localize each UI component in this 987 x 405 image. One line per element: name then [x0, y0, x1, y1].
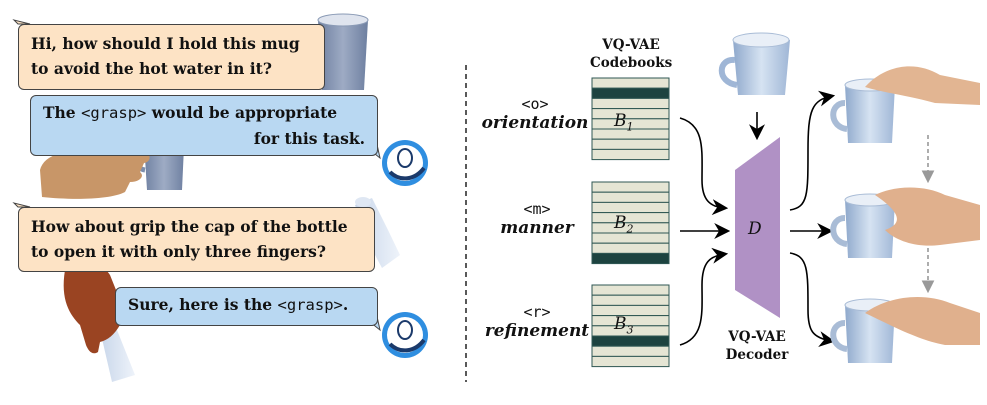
- hand-grasping-bottle-image: [63, 260, 135, 382]
- codebook-row: [591, 242, 670, 254]
- codebook-row: [591, 201, 670, 214]
- refinement-label: <r> refinement: [482, 303, 592, 341]
- codebook-row: [591, 148, 670, 161]
- orientation-name: orientation: [481, 113, 589, 133]
- label-line: Decoder: [725, 347, 789, 363]
- codebook-row: [591, 294, 670, 306]
- title-line: Codebooks: [590, 55, 673, 71]
- codebook-row: [591, 191, 670, 203]
- codebook-row: [591, 181, 670, 193]
- user-message-2: How about grip the cap of the bottle to …: [18, 207, 375, 272]
- text: would be appropriate: [146, 103, 338, 122]
- subscript: 3: [626, 323, 634, 337]
- message-line: The <grasp> would be appropriate: [43, 100, 365, 126]
- text: The: [43, 103, 82, 122]
- arrow-refinement: [679, 247, 729, 346]
- orientation-label: <o> orientation: [480, 95, 590, 133]
- orientation-token: <o>: [521, 95, 549, 113]
- codebook-row: [591, 355, 670, 368]
- text: .: [342, 295, 349, 314]
- message-line: How about grip the cap of the bottle: [31, 217, 348, 236]
- codebook-row: [591, 97, 670, 110]
- codebook-selected-row: [591, 252, 670, 265]
- arrow-orientation: [679, 117, 729, 216]
- title-line: VQ-VAE: [602, 37, 660, 53]
- message-line: Hi, how should I hold this mug: [31, 34, 300, 53]
- grasp-result-image: [830, 297, 980, 363]
- manner-name: manner: [500, 218, 574, 238]
- user-message-1: Hi, how should I hold this mug to avoid …: [18, 24, 325, 90]
- manner-label: <m> manner: [482, 200, 592, 238]
- decoder-label: VQ-VAE Decoder: [716, 328, 798, 364]
- symbol: B: [614, 111, 627, 131]
- codebooks-title: VQ-VAE Codebooks: [590, 36, 672, 72]
- codebook-row: [591, 77, 670, 89]
- assistant-message-1: The <grasp> would be appropriate for thi…: [30, 95, 378, 156]
- codebook-3-symbol: B3: [614, 314, 634, 336]
- subscript: 1: [626, 120, 634, 134]
- arrow-output-3: [789, 252, 836, 348]
- refinement-token: <r>: [523, 303, 551, 321]
- message-line: for this task.: [253, 129, 365, 148]
- assistant-avatar-icon: [382, 140, 428, 186]
- message-line: Sure, here is the <grasp>.: [128, 292, 365, 318]
- symbol: B: [614, 314, 627, 334]
- codebook-selected-row: [591, 335, 670, 347]
- manner-token: <m>: [523, 200, 551, 218]
- codebook-row: [591, 284, 670, 296]
- message-line: to avoid the hot water in it?: [31, 59, 272, 78]
- subscript: 2: [626, 222, 634, 236]
- codebook-1-symbol: B1: [614, 111, 634, 133]
- assistant-message-2: Sure, here is the <grasp>.: [115, 287, 378, 326]
- mug-image: [718, 32, 790, 95]
- symbol: B: [614, 213, 627, 233]
- codebook-2-symbol: B2: [614, 213, 634, 235]
- grasp-token: <grasp>: [81, 104, 147, 122]
- refinement-name: refinement: [484, 321, 590, 341]
- codebook-selected-row: [591, 87, 670, 99]
- assistant-avatar-icon: [382, 312, 428, 358]
- codebook-row: [591, 138, 670, 150]
- grasp-token: <grasp>: [277, 296, 343, 314]
- label-line: VQ-VAE: [728, 329, 786, 345]
- decoder-trapezoid: [735, 137, 780, 318]
- text: Sure, here is the: [128, 295, 278, 314]
- message-line: to open it with only three fingers?: [31, 242, 326, 261]
- grasp-result-image: [830, 66, 980, 143]
- codebook-row: [591, 345, 670, 357]
- arrow-output-1: [789, 90, 836, 211]
- grasp-result-image: [830, 187, 980, 258]
- decoder-symbol: D: [748, 219, 762, 239]
